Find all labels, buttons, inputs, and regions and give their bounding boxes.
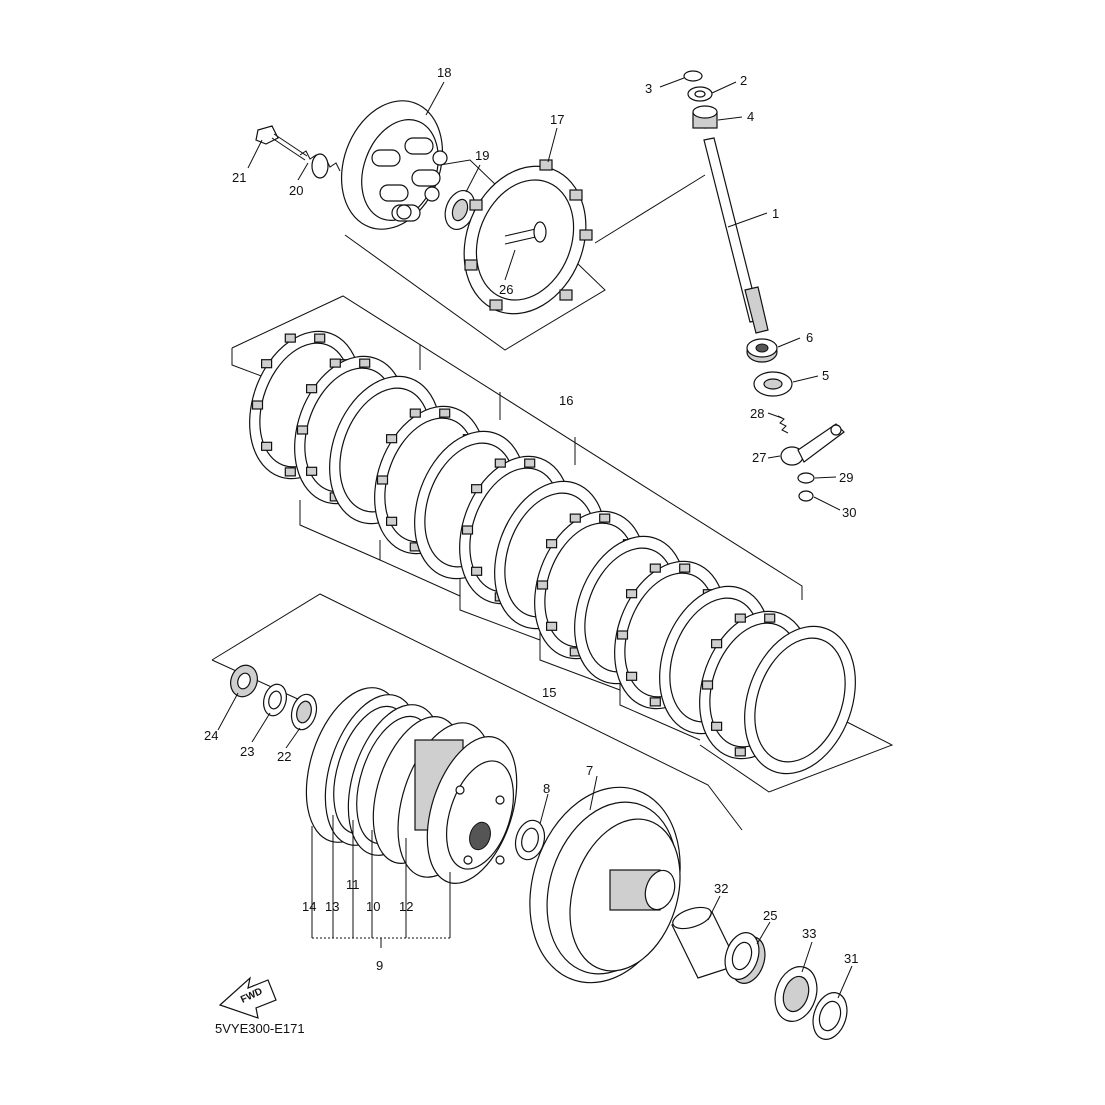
pressure-plate-18 bbox=[340, 100, 448, 230]
callout-25: 25 bbox=[763, 908, 777, 923]
callout-27: 27 bbox=[752, 450, 766, 465]
callout-30: 30 bbox=[842, 505, 856, 520]
callout-4: 4 bbox=[747, 109, 754, 124]
plate-stack-group bbox=[231, 295, 894, 793]
washer-2 bbox=[687, 86, 713, 102]
callout-14: 14 bbox=[302, 899, 316, 914]
callout-11: 11 bbox=[346, 877, 360, 892]
callout-2: 2 bbox=[740, 73, 747, 88]
seal-4 bbox=[692, 105, 718, 129]
plate-stack bbox=[249, 330, 856, 775]
callout-26: 26 bbox=[499, 282, 513, 297]
callout-15: 15 bbox=[542, 685, 556, 700]
callout-6: 6 bbox=[806, 330, 813, 345]
callout-20: 20 bbox=[289, 183, 303, 198]
circlip-3 bbox=[683, 70, 703, 82]
pressure-plate-group bbox=[255, 100, 606, 351]
callout-31: 31 bbox=[844, 951, 858, 966]
callout-8: 8 bbox=[543, 781, 550, 796]
spacer-32 bbox=[671, 906, 739, 979]
bearing-19 bbox=[444, 190, 476, 230]
needle-bearing-25 bbox=[724, 932, 766, 984]
callout-24: 24 bbox=[204, 728, 218, 743]
callout-16: 16 bbox=[559, 393, 573, 408]
callout-21: 21 bbox=[232, 170, 246, 185]
callout-33: 33 bbox=[802, 926, 816, 941]
callout-10: 10 bbox=[366, 899, 380, 914]
gear-33 bbox=[774, 966, 818, 1022]
callout-5: 5 bbox=[822, 368, 829, 383]
bolt-21 bbox=[255, 125, 308, 161]
callout-9: 9 bbox=[376, 958, 383, 973]
push-lever-shaft-1 bbox=[703, 137, 769, 334]
lock-washer-23 bbox=[262, 683, 288, 717]
callout-12: 12 bbox=[399, 899, 413, 914]
nut-30 bbox=[798, 490, 814, 502]
lever-27 bbox=[780, 423, 845, 466]
push-rod-26 bbox=[504, 221, 547, 245]
callout-23: 23 bbox=[240, 744, 254, 759]
callout-19: 19 bbox=[475, 148, 489, 163]
washer-31 bbox=[812, 992, 848, 1040]
washer-29 bbox=[797, 472, 815, 484]
callout-3: 3 bbox=[645, 81, 652, 96]
callout-labels: 18 17 19 21 20 26 3 2 4 1 6 5 16 28 27 2… bbox=[204, 65, 858, 973]
spring-20 bbox=[299, 150, 341, 179]
callout-22: 22 bbox=[277, 749, 291, 764]
leader-lines bbox=[217, 77, 853, 999]
callout-1: 1 bbox=[772, 206, 779, 221]
thrust-washer-8 bbox=[514, 819, 546, 861]
group-bracket-9 bbox=[311, 815, 451, 948]
clutch-boss-group bbox=[211, 593, 848, 1040]
friction-plate-17 bbox=[463, 159, 593, 315]
steel-plate bbox=[744, 625, 856, 775]
washer-22 bbox=[290, 693, 318, 731]
primary-driven-gear-7 bbox=[529, 786, 681, 984]
clutch-boss-12 bbox=[397, 722, 518, 884]
bearing-5 bbox=[753, 371, 793, 397]
diagram-code: 5VYE300-E171 bbox=[215, 1021, 305, 1036]
nut-24 bbox=[230, 664, 258, 698]
callout-7: 7 bbox=[586, 763, 593, 778]
callout-32: 32 bbox=[714, 881, 728, 896]
spring-28 bbox=[777, 415, 789, 434]
callout-18: 18 bbox=[437, 65, 451, 80]
fwd-arrow: FWD bbox=[218, 976, 277, 1019]
callout-29: 29 bbox=[839, 470, 853, 485]
callout-17: 17 bbox=[550, 112, 564, 127]
oil-seal-6 bbox=[746, 338, 778, 363]
callout-28: 28 bbox=[750, 406, 764, 421]
callout-13: 13 bbox=[325, 899, 339, 914]
push-lever-group bbox=[594, 70, 845, 502]
